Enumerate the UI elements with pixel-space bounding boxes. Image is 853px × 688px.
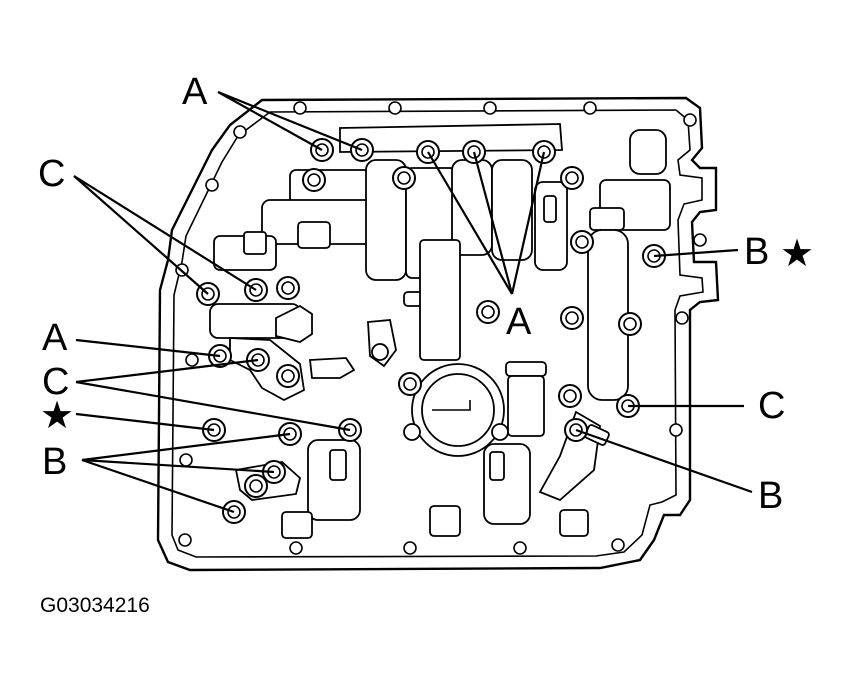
bolt-misc-11 (558, 384, 582, 408)
bolt-misc-1 (302, 168, 326, 192)
label-a-center: A (506, 301, 532, 343)
label-a-left: A (42, 317, 68, 359)
label-b-right: B (744, 231, 769, 273)
label-c-upper-left: C (38, 153, 65, 195)
bolt-misc-5 (276, 276, 300, 300)
bolt-misc-12 (244, 474, 268, 498)
bolt-misc-8 (618, 312, 642, 336)
perimeter-holes (175, 101, 707, 555)
label-star-left: ★ (40, 395, 74, 437)
bolt-misc-9 (276, 364, 300, 388)
figure-code: G03034216 (40, 594, 150, 617)
label-star-right: ★ (780, 233, 814, 275)
label-c-left: C (42, 361, 69, 403)
bolt-misc-2 (392, 166, 416, 190)
label-c-right: C (758, 385, 785, 427)
label-b-lower-right: B (758, 475, 783, 517)
callout-labels: A C B ★ A A C ★ B C B (38, 71, 814, 517)
bolt-misc-6 (476, 300, 500, 324)
bolt-misc-7 (560, 306, 584, 330)
bolt-misc-10 (398, 372, 422, 396)
label-b-left: B (42, 441, 67, 483)
bolt-misc-3 (560, 166, 584, 190)
label-a-top: A (182, 71, 208, 113)
leader-lines (73, 90, 753, 514)
bolt-misc-4 (570, 230, 594, 254)
